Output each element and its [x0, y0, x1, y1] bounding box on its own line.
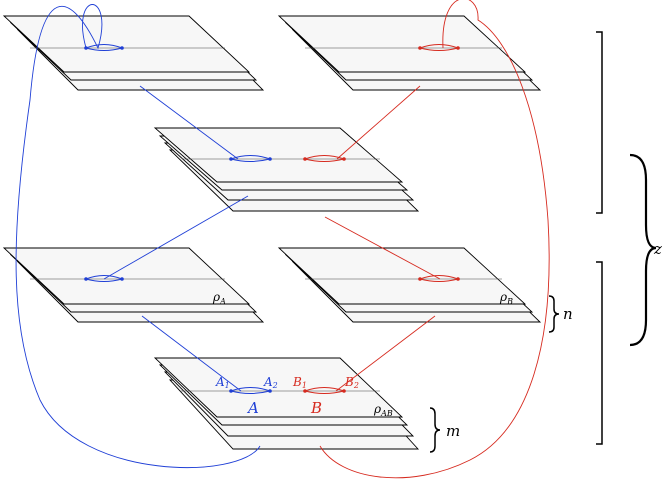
sheet-stack-top-left	[2, 15, 265, 91]
a2-label: A2	[263, 375, 278, 390]
brace-m: m	[429, 407, 460, 453]
sheet-stack-rho-ab: A1 A2 B1 B2 A B ρAB	[153, 357, 420, 450]
brace-z: z	[629, 153, 662, 347]
sheet-stack-rho-a: ρA	[2, 247, 265, 323]
rho-a-label: ρA	[212, 290, 226, 306]
blue-connections	[15, 4, 261, 468]
sheet-stack-middle	[153, 127, 420, 212]
red-connections	[319, 0, 550, 479]
z-label: z	[653, 240, 662, 258]
a1-label: A1	[215, 375, 230, 390]
rho-b-label: ρB	[499, 290, 513, 306]
region-b-label: B	[310, 399, 322, 417]
sheet-stack-top-right	[277, 15, 542, 91]
brace-n: n	[548, 295, 573, 333]
n-label: n	[563, 305, 573, 323]
b2-label: B2	[344, 375, 359, 390]
m-label: m	[446, 422, 460, 440]
b1-label: B1	[292, 375, 307, 390]
sheet-stack-rho-b: ρB	[277, 247, 542, 323]
region-a-label: A	[246, 399, 259, 417]
rho-ab-label: ρAB	[373, 402, 393, 418]
bracket-lower	[596, 261, 603, 445]
bracket-upper	[596, 31, 603, 214]
